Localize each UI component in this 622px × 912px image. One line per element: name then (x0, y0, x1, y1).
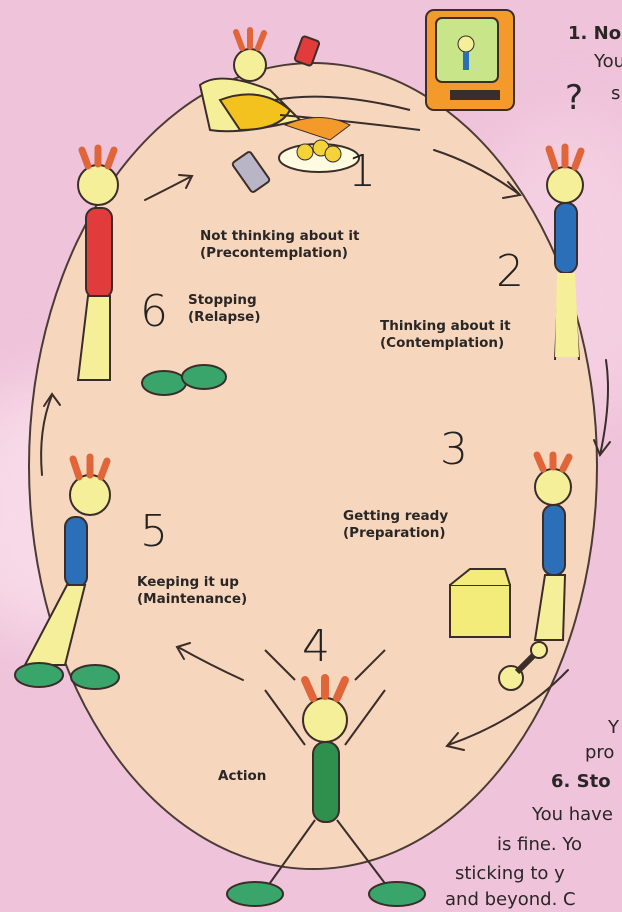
side-line-pro: pro (585, 741, 614, 765)
stage-4-number: 4 (302, 625, 330, 669)
remote-control-icon (232, 148, 282, 198)
dumbbell-icon (495, 640, 555, 700)
stage-1-formal: (Precontemplation) (200, 245, 360, 262)
side-line-1: You (594, 50, 622, 74)
stage-3-name: Getting ready (343, 508, 448, 525)
stage-5-name: Keeping it up (137, 574, 247, 591)
thinking-figure (535, 145, 615, 375)
stage-5-formal: (Maintenance) (137, 591, 247, 608)
stage-1-label: Not thinking about it (Precontemplation) (200, 228, 360, 262)
stage-2-label: Thinking about it (Contemplation) (380, 318, 511, 352)
side-line-y: Y (608, 716, 619, 740)
stage-4-name: Action (218, 768, 266, 785)
stage-6-name: Stopping (188, 292, 260, 309)
side-line-2: s (611, 82, 620, 106)
stage-5-label: Keeping it up (Maintenance) (137, 574, 247, 608)
discarded-shoes (140, 355, 230, 405)
stage-3-label: Getting ready (Preparation) (343, 508, 448, 542)
stage-3-number: 3 (440, 428, 468, 472)
side-question-mark: ? (565, 86, 583, 110)
stage-4-label: Action (218, 768, 266, 785)
stage-2-formal: (Contemplation) (380, 335, 511, 352)
side-heading-6: 6. Sto (551, 770, 611, 794)
side-line-6d: and beyond. C (445, 888, 576, 912)
side-line-6c: sticking to y (455, 862, 565, 886)
stage-5-number: 5 (140, 510, 168, 554)
stopping-figure (48, 130, 158, 390)
stage-1-number: 1 (348, 150, 376, 194)
stage-6-number: 6 (140, 290, 168, 334)
stage-3-formal: (Preparation) (343, 525, 448, 542)
equipment-box (445, 565, 525, 645)
stage-2-number: 2 (496, 250, 524, 294)
stage-2-name: Thinking about it (380, 318, 511, 335)
stage-6-formal: (Relapse) (188, 309, 260, 326)
side-line-6a: You have (532, 803, 613, 827)
stage-6-label: Stopping (Relapse) (188, 292, 260, 326)
maintaining-figure (5, 455, 135, 695)
side-heading-1: 1. No (568, 22, 621, 46)
stage-1-name: Not thinking about it (200, 228, 360, 245)
side-line-6b: is fine. Yo (497, 833, 582, 857)
